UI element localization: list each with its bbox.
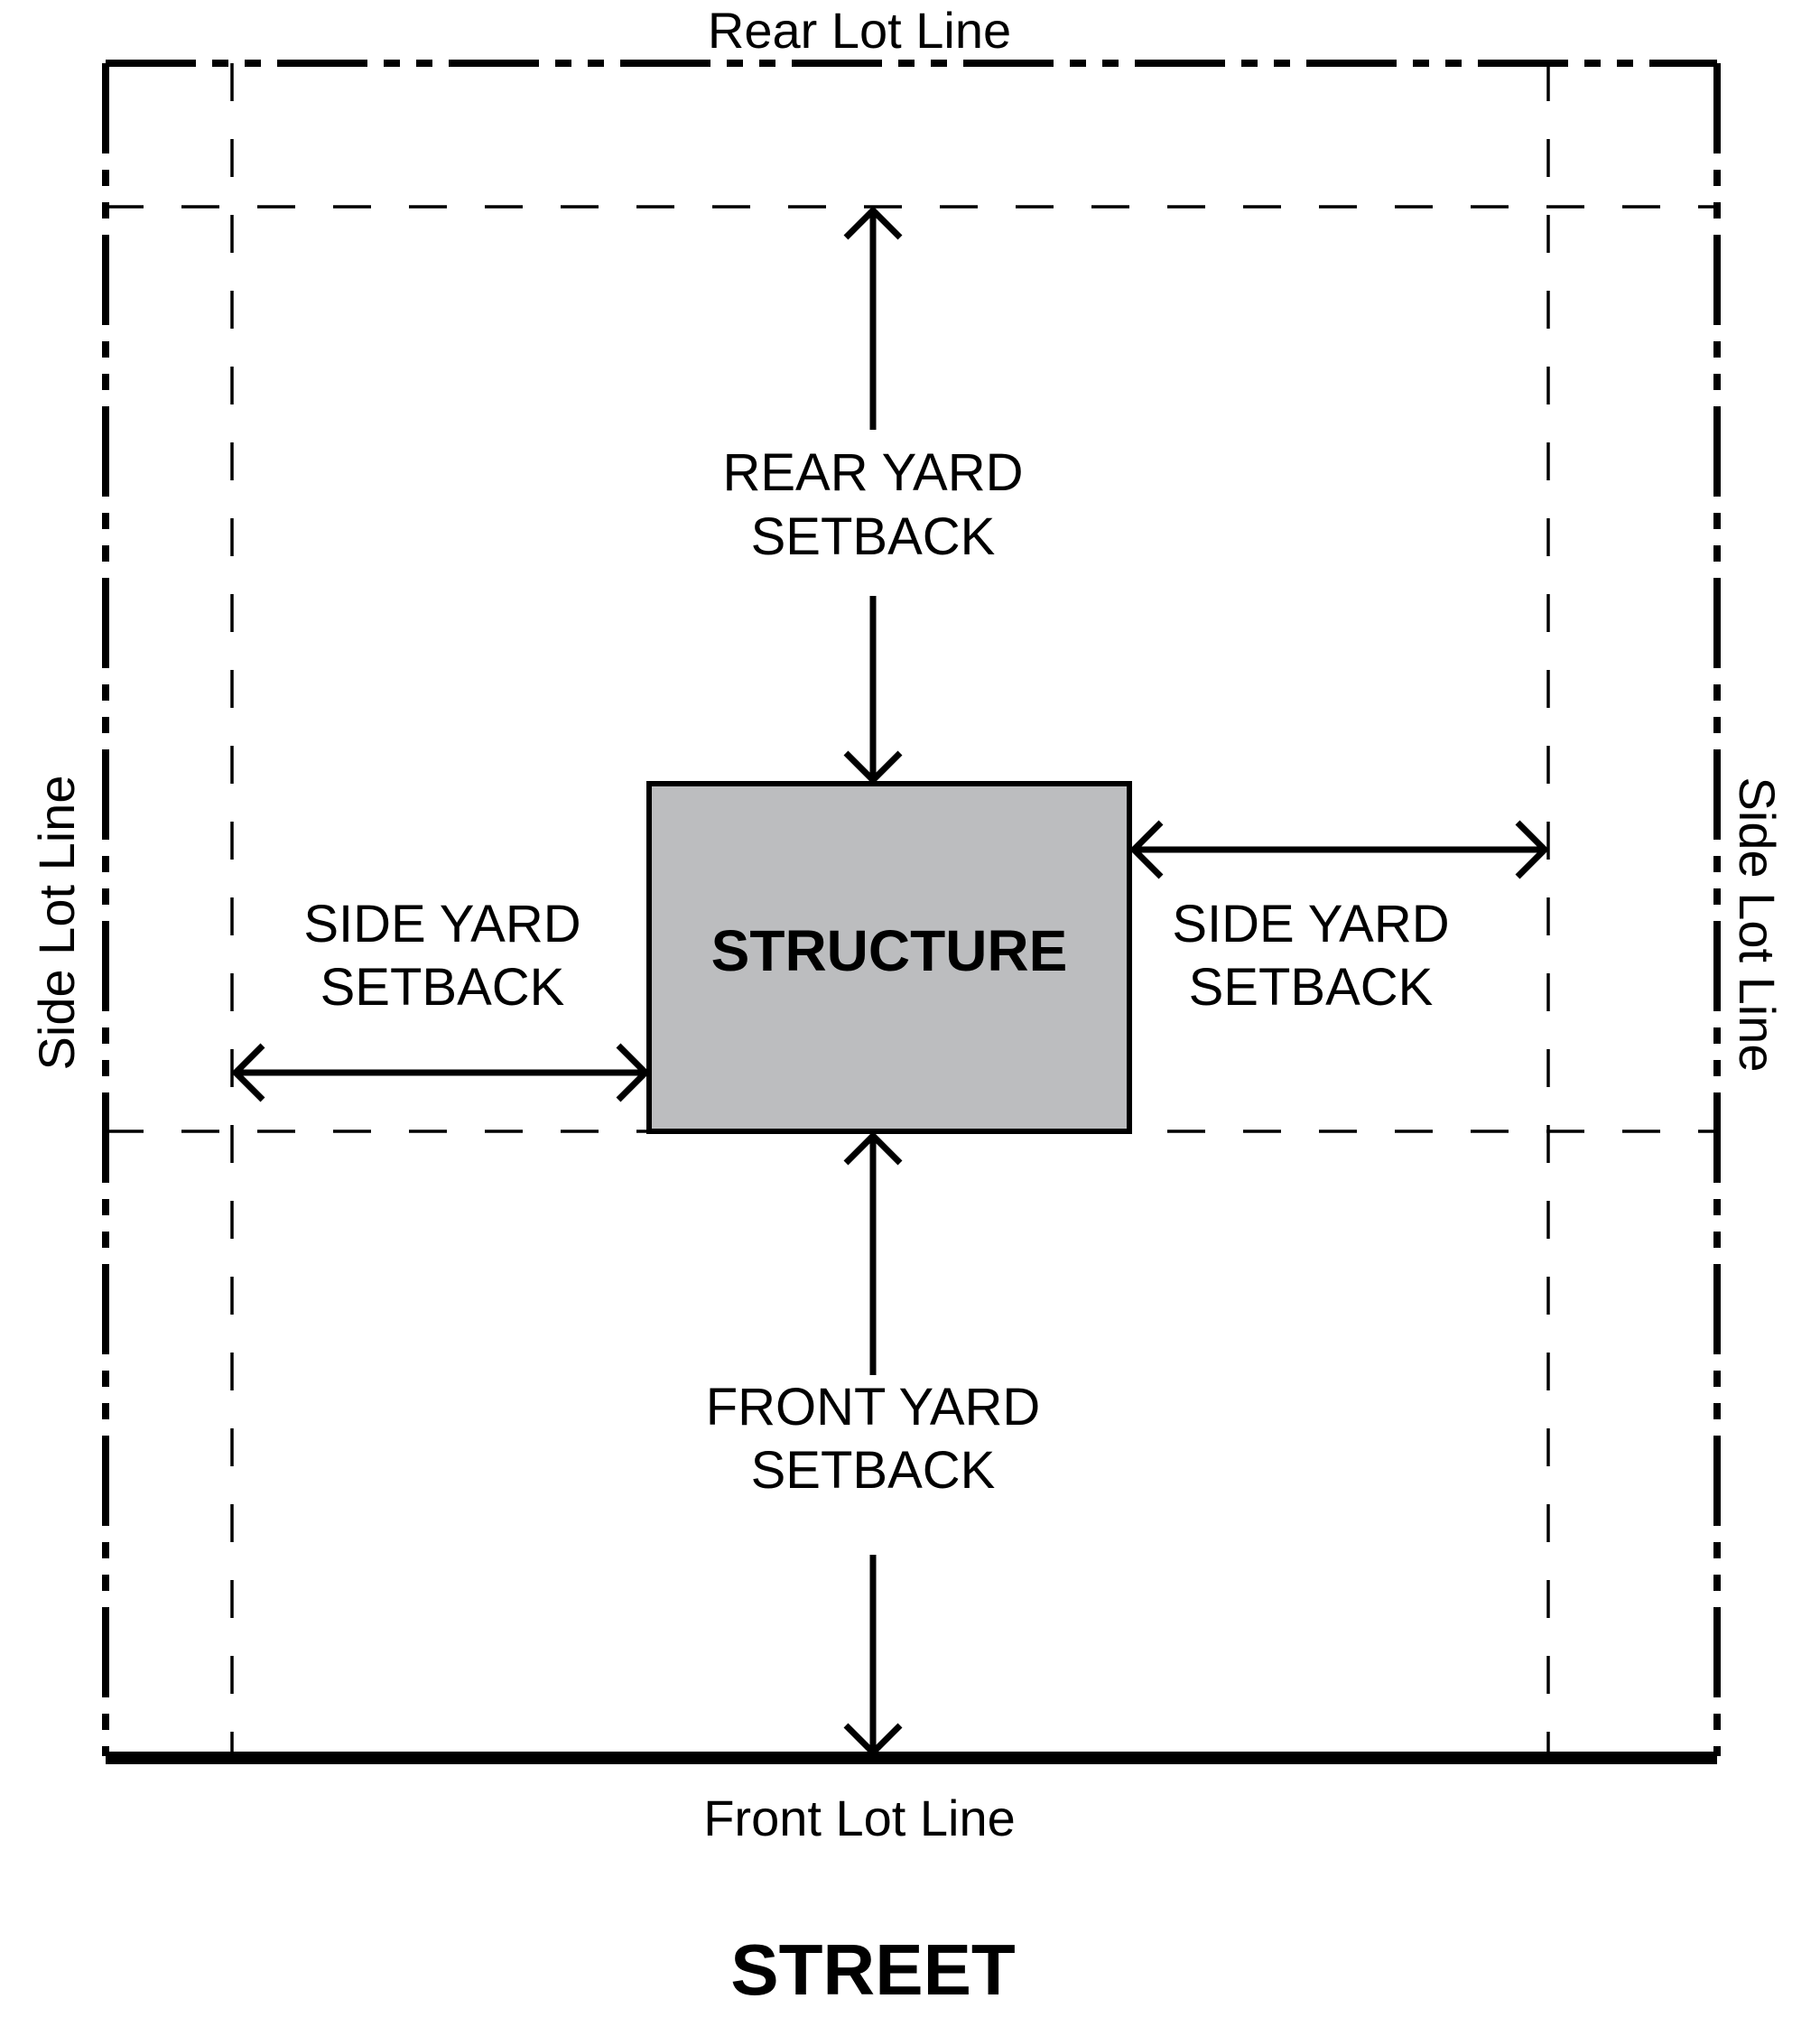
front-setback-label-line1: FRONT YARD — [706, 1378, 1041, 1436]
front-lot-line-label: Front Lot Line — [703, 1790, 1016, 1846]
structure-box — [646, 781, 1132, 1134]
left-side-setback-label-line2: SETBACK — [320, 958, 565, 1017]
setback-lines — [106, 63, 1717, 1752]
left-side-setback-label-line1: SIDE YARD — [303, 895, 580, 953]
right-side-setback-label-line1: SIDE YARD — [1172, 895, 1449, 953]
street-label: STREET — [730, 1929, 1016, 2010]
structure-label: STRUCTURE — [711, 918, 1068, 983]
right-side-lot-line-label: Side Lot Line — [1729, 777, 1786, 1073]
left-side-lot-line-label: Side Lot Line — [28, 776, 85, 1071]
rear-setback-label-line1: REAR YARD — [722, 443, 1023, 502]
lot-lines — [102, 60, 1721, 1756]
right-side-setback-label-line2: SETBACK — [1189, 958, 1434, 1017]
front-setback-label-line2: SETBACK — [751, 1441, 996, 1500]
rear-lot-line-label: Rear Lot Line — [708, 2, 1011, 59]
rear-setback-label-line2: SETBACK — [751, 507, 996, 566]
